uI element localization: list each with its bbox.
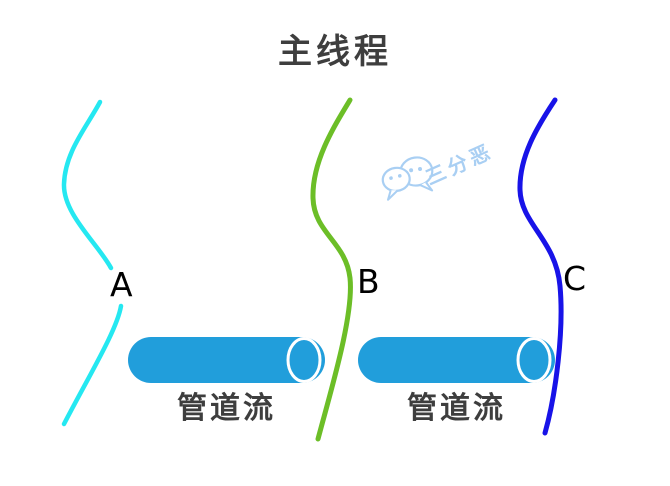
thread-curve-a <box>61 99 124 427</box>
wechat-icon-big-bubble-tail <box>419 181 434 192</box>
pipe-label-1: 管道流 <box>177 391 276 426</box>
thread-curve-b <box>310 97 353 442</box>
wechat-icon-eye-2 <box>397 174 402 178</box>
thread-label-a: A <box>110 265 133 304</box>
thread-label-b: B <box>357 262 380 301</box>
wechat-icon-small-bubble-tail <box>386 189 399 201</box>
pipe-body-1 <box>128 337 325 383</box>
pipe-cylinder-2 <box>358 337 555 383</box>
pipe-end-cap-2 <box>516 337 552 383</box>
wechat-icon-eye-3 <box>409 168 414 173</box>
wechat-icon-eye-4 <box>418 166 423 171</box>
wechat-icon-eye-1 <box>389 176 393 180</box>
pipe-body-2 <box>358 337 555 383</box>
diagram-title: 主线程 <box>278 32 392 72</box>
thread-curve-c <box>517 97 564 436</box>
thread-curve-a-upper <box>61 99 114 271</box>
wechat-icon <box>381 156 434 201</box>
pipe-label-2: 管道流 <box>407 391 506 426</box>
thread-curve-a-lower <box>61 303 124 427</box>
pipe-end-cap-1 <box>286 337 322 383</box>
thread-label-c: C <box>563 259 587 298</box>
pipe-cylinder-1 <box>128 337 325 383</box>
